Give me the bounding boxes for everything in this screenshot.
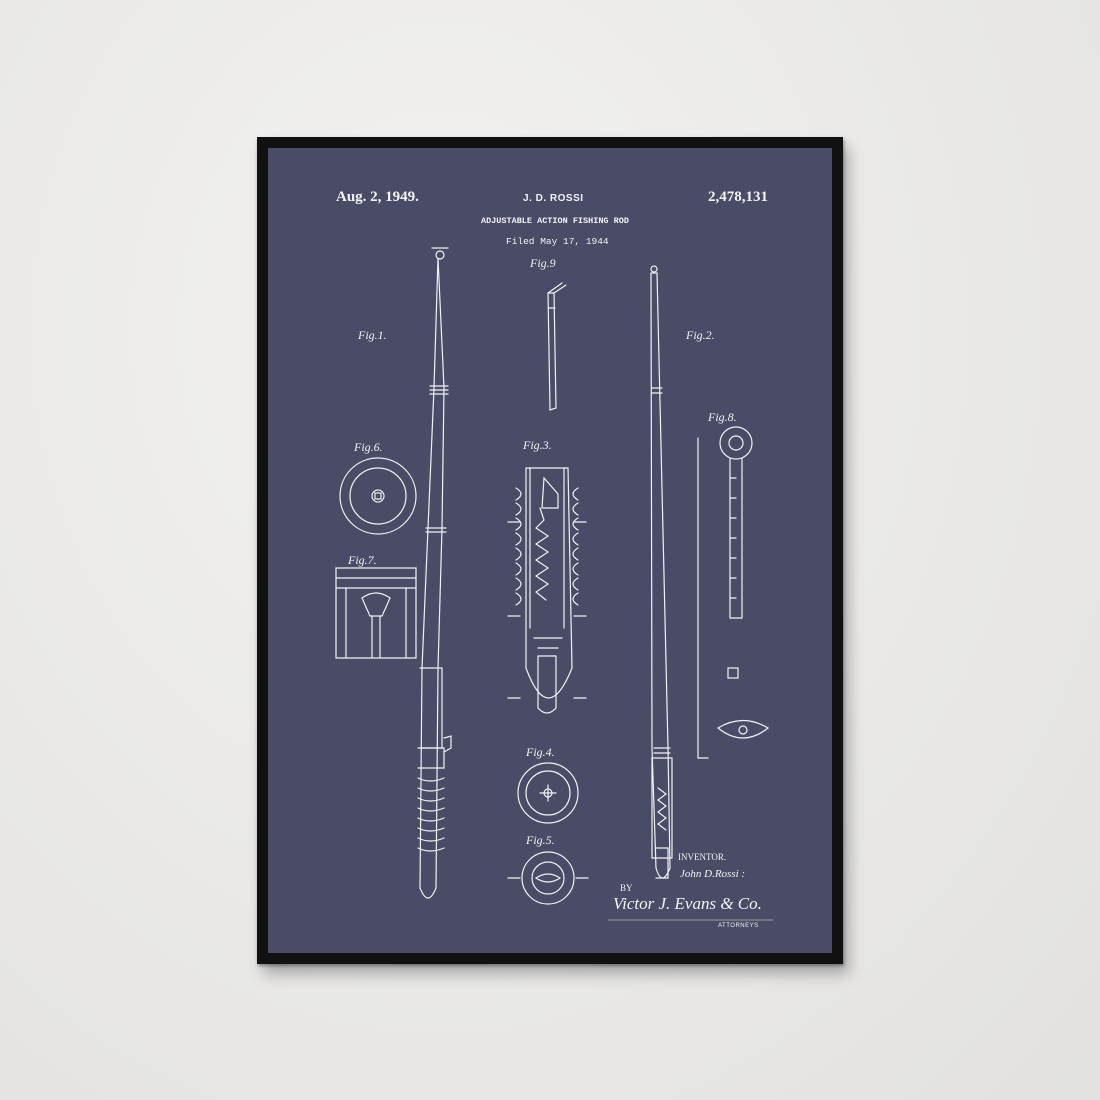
- patent-title: ADJUSTABLE ACTION FISHING ROD: [481, 216, 629, 226]
- attorneys-label: ATTORNEYS: [718, 923, 759, 929]
- inventor-label: INVENTOR.: [678, 852, 727, 862]
- fig5-label: Fig.5.: [526, 833, 555, 847]
- patent-number: 2,478,131: [708, 189, 768, 205]
- fig7-label: Fig.7.: [348, 553, 377, 567]
- patent-date: Aug. 2, 1949.: [336, 189, 419, 205]
- fig9-label: Fig.9: [530, 256, 556, 270]
- fig2-rod-drawing: [650, 265, 673, 879]
- fig3-drawing: [507, 467, 587, 714]
- filed-date: Filed May 17, 1944: [506, 236, 609, 247]
- fig4-drawing: [517, 762, 579, 824]
- inventor-name: John D.Rossi :: [680, 868, 746, 880]
- fig6-drawing: [339, 457, 417, 535]
- poster-frame: Aug. 2, 1949. J. D. ROSSI 2,478,131 ADJU…: [257, 137, 843, 964]
- fig3-label: Fig.3.: [523, 438, 552, 452]
- fig5-drawing: [507, 851, 589, 905]
- fig1-label: Fig.1.: [358, 328, 387, 342]
- fig8-drawing: [697, 426, 770, 759]
- fig9-drawing: [547, 282, 567, 411]
- fig2-label: Fig.2.: [686, 328, 715, 342]
- fig7-drawing: [335, 567, 417, 659]
- blueprint-paper: Aug. 2, 1949. J. D. ROSSI 2,478,131 ADJU…: [268, 148, 832, 953]
- fig1-rod-drawing: [417, 247, 452, 899]
- fig8-label: Fig.8.: [708, 410, 737, 424]
- attorney-signature: Victor J. Evans & Co.: [613, 894, 762, 913]
- fig6-label: Fig.6.: [354, 440, 383, 454]
- fig4-label: Fig.4.: [526, 745, 555, 759]
- patent-drawing: [335, 247, 774, 921]
- inventor-header: J. D. ROSSI: [523, 193, 584, 204]
- by-label: BY: [620, 883, 633, 893]
